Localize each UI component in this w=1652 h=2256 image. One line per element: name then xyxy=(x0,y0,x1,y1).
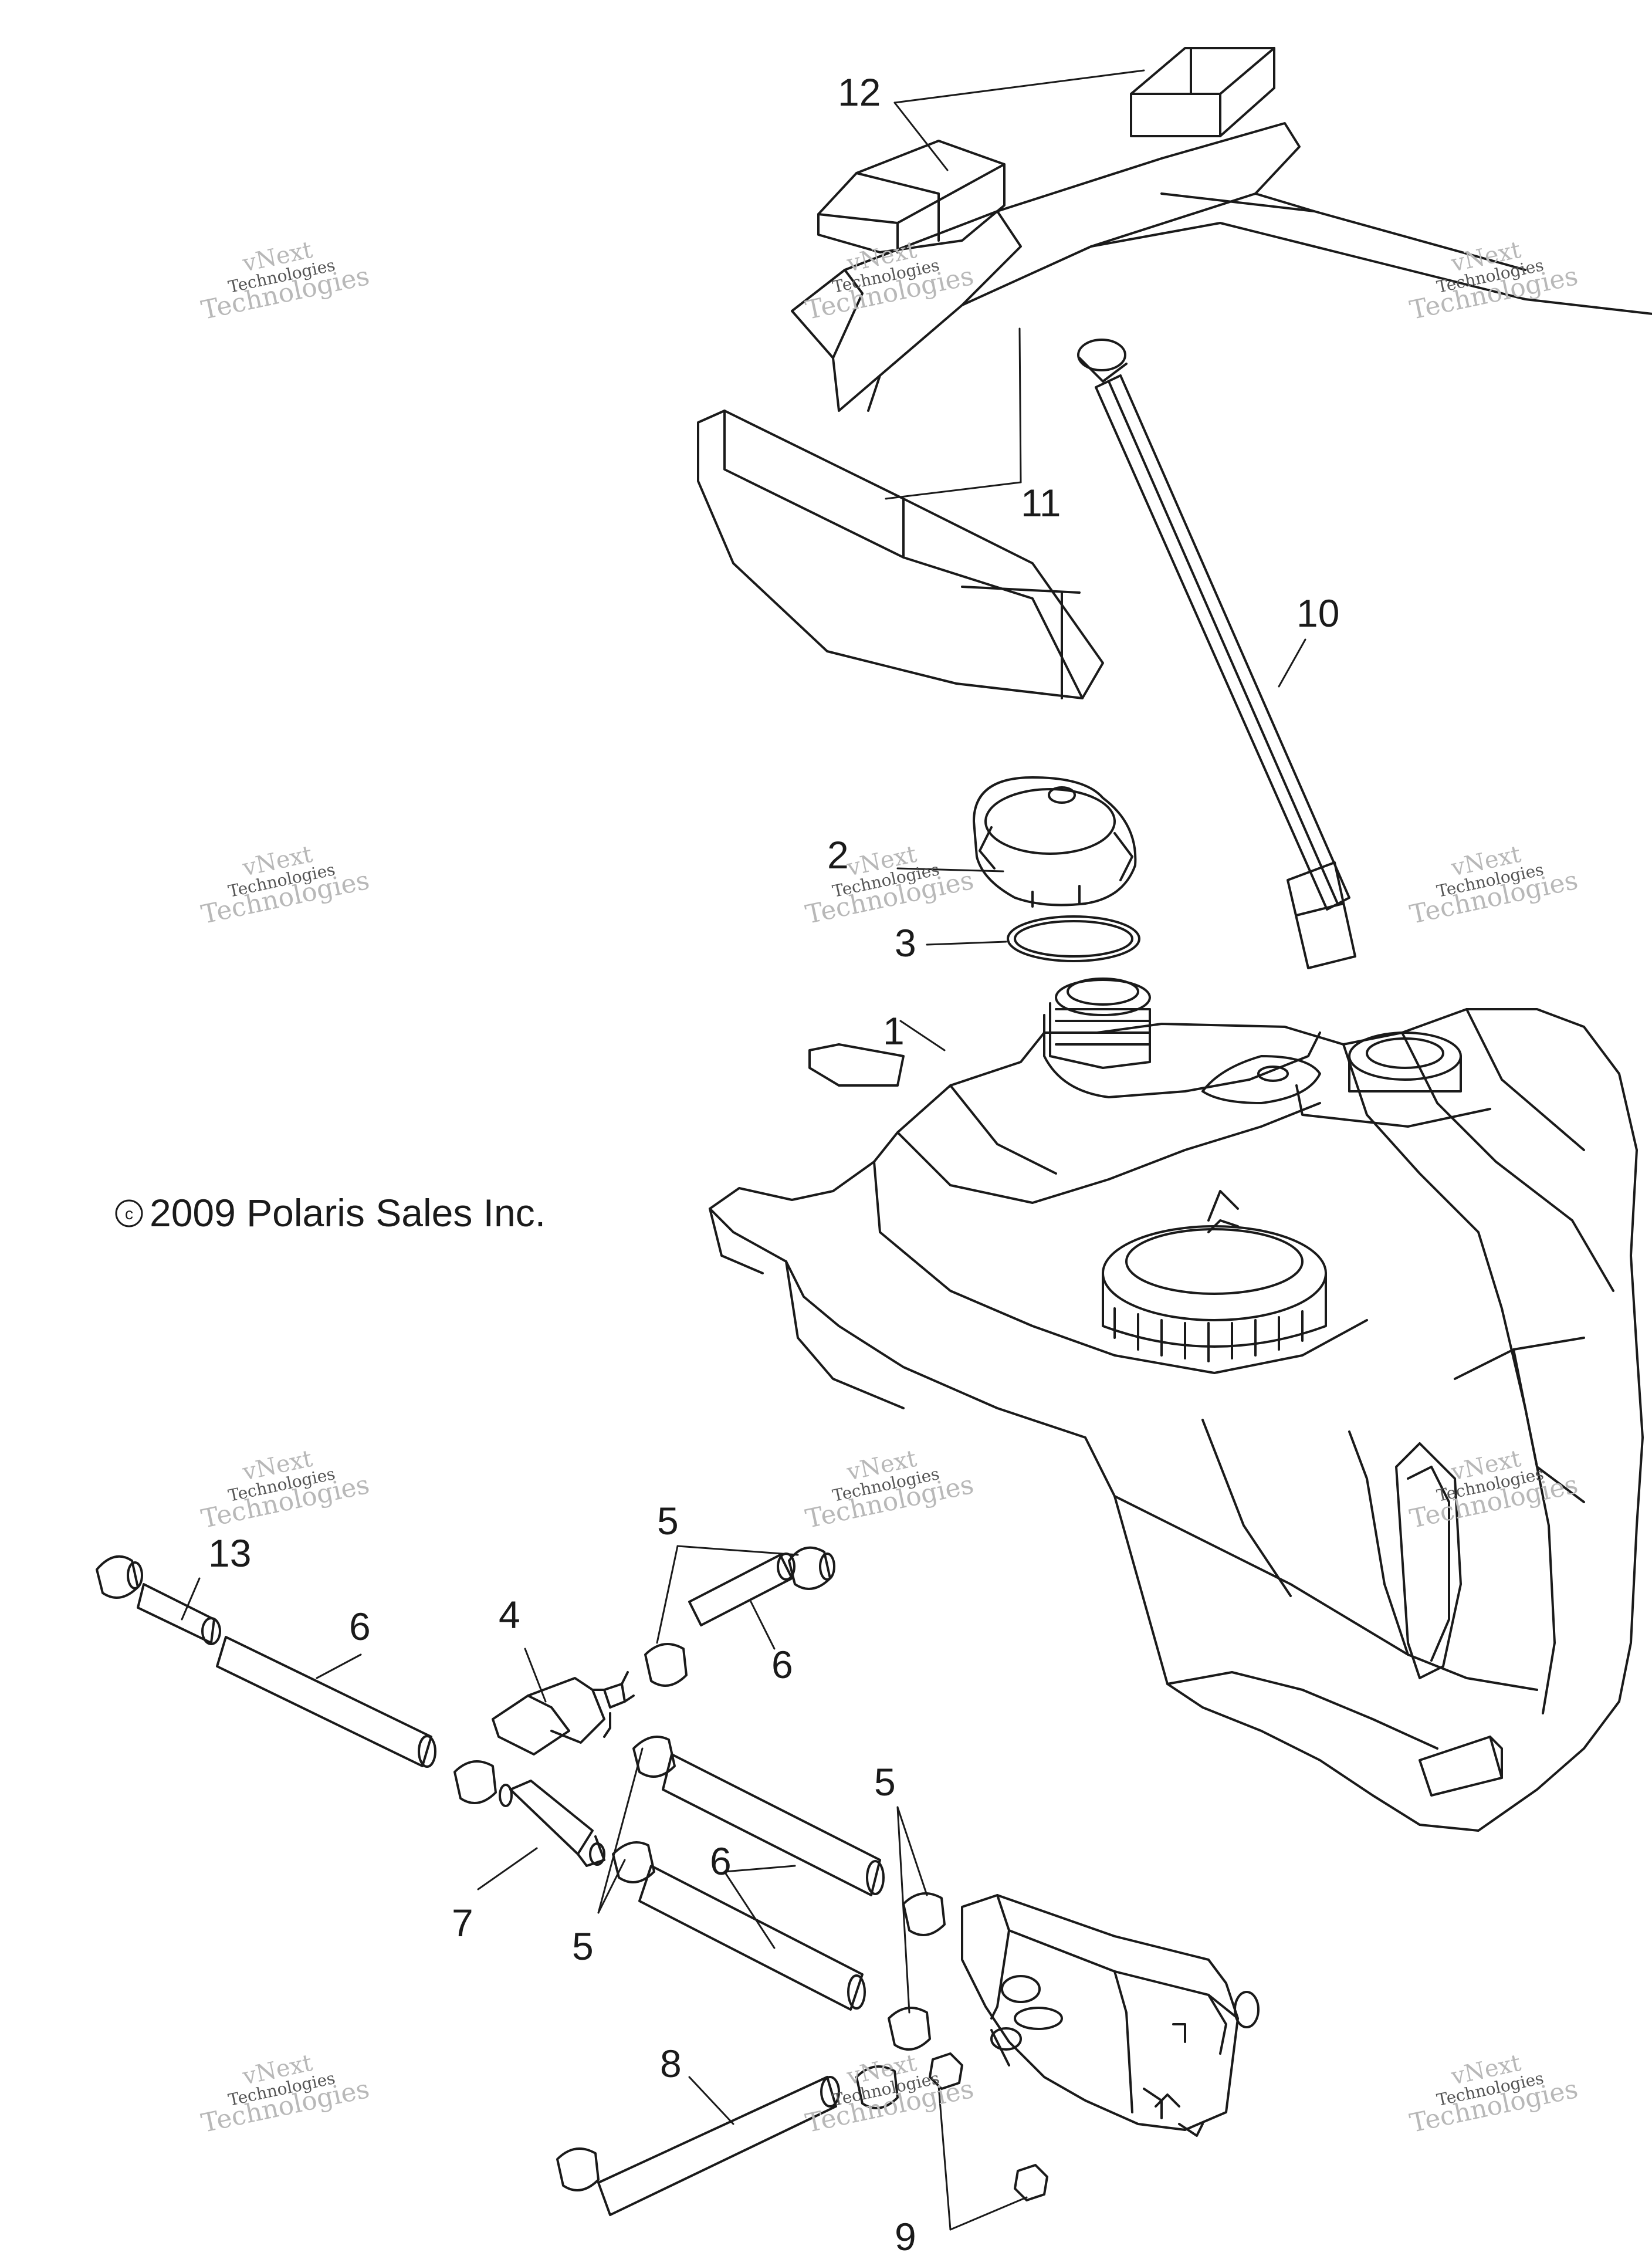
callout-3: 3 xyxy=(895,921,916,965)
hose-6-middle-lower xyxy=(638,1865,866,2011)
callout-13: 13 xyxy=(208,1531,251,1575)
watermark: vNext Technologies Technologies xyxy=(803,236,976,326)
callout-6-left: 6 xyxy=(349,1605,371,1648)
hose-6-middle-upper xyxy=(662,1753,885,1896)
callout-5-top: 5 xyxy=(657,1499,679,1543)
clamp-lower-mid xyxy=(855,2065,899,2109)
watermark: vNext Technologies Technologies xyxy=(1407,236,1580,326)
fuel-sender-rod-10 xyxy=(1077,339,1356,969)
clamp-5-right-b xyxy=(888,2007,931,2051)
watermark: vNext Technologies Technologies xyxy=(803,1445,976,1534)
callout-4: 4 xyxy=(499,1593,520,1636)
clamp-5-right-a xyxy=(902,1892,946,1936)
clamp-8 xyxy=(556,2147,600,2191)
clamp-5-mid-left-c xyxy=(612,1841,655,1883)
watermark: vNext Technologies Technologies xyxy=(199,1445,372,1534)
filter-housing-9 xyxy=(961,1894,1260,2137)
callout-2: 2 xyxy=(827,833,849,877)
watermark: vNext Technologies Technologies xyxy=(199,236,372,326)
foam-block-12-right xyxy=(1130,47,1275,137)
valve-4 xyxy=(492,1671,635,1756)
clamp-5-mid-left-a xyxy=(453,1760,497,1804)
callout-10: 10 xyxy=(1296,591,1339,635)
hose-13 xyxy=(137,1583,221,1645)
o-ring-3 xyxy=(1007,915,1140,962)
callout-6-right: 6 xyxy=(771,1643,793,1686)
watermark: vNext Technologies Technologies xyxy=(1407,841,1580,930)
fuel-cap-2 xyxy=(973,776,1137,908)
watermarks: vNext Technologies Technologies vNext Te… xyxy=(199,236,1580,2139)
hose-6-short xyxy=(688,1553,795,1626)
watermark: vNext Technologies Technologies xyxy=(803,841,976,930)
copyright-symbol: c xyxy=(125,1205,133,1223)
copyright-circle xyxy=(115,1199,143,1227)
callout-5-right: 5 xyxy=(874,1760,896,1804)
clamp-5-mid-left-b xyxy=(632,1736,676,1778)
callout-12: 12 xyxy=(838,70,881,114)
callout-5-bottom: 5 xyxy=(572,1924,594,1968)
leader-lines xyxy=(181,69,1306,2231)
watermark: vNext Technologies Technologies xyxy=(1407,2049,1580,2139)
clamp-5-upper-right xyxy=(788,1546,835,1590)
callout-8: 8 xyxy=(660,2042,682,2085)
hose-6-long xyxy=(216,1636,436,1768)
callouts: 12 11 10 2 3 1 5 13 6 4 6 5 6 7 5 8 9 xyxy=(208,70,1339,2256)
hose-8 xyxy=(597,2076,840,2216)
fuel-tank-1 xyxy=(709,978,1644,1832)
callout-11: 11 xyxy=(1021,481,1061,525)
clamp-13-left xyxy=(96,1555,143,1599)
callout-7: 7 xyxy=(452,1901,473,1944)
watermark: vNext Technologies Technologies xyxy=(199,2049,372,2139)
foam-block-12-left xyxy=(817,140,1006,253)
copyright-text: 2009 Polaris Sales Inc. xyxy=(150,1191,546,1234)
seat-bracket-11 xyxy=(697,122,1652,699)
callout-1: 1 xyxy=(883,1009,905,1053)
copyright-notice: c 2009 Polaris Sales Inc. xyxy=(115,1191,546,1234)
callout-9: 9 xyxy=(895,2215,916,2253)
nut-9-b xyxy=(1014,2164,1048,2201)
clamp-5-upper-left xyxy=(644,1643,688,1687)
fitting-7 xyxy=(499,1780,605,1867)
nut-9-a xyxy=(929,2052,963,2090)
callout-6-middle: 6 xyxy=(710,1839,732,1883)
watermark: vNext Technologies Technologies xyxy=(199,841,372,930)
